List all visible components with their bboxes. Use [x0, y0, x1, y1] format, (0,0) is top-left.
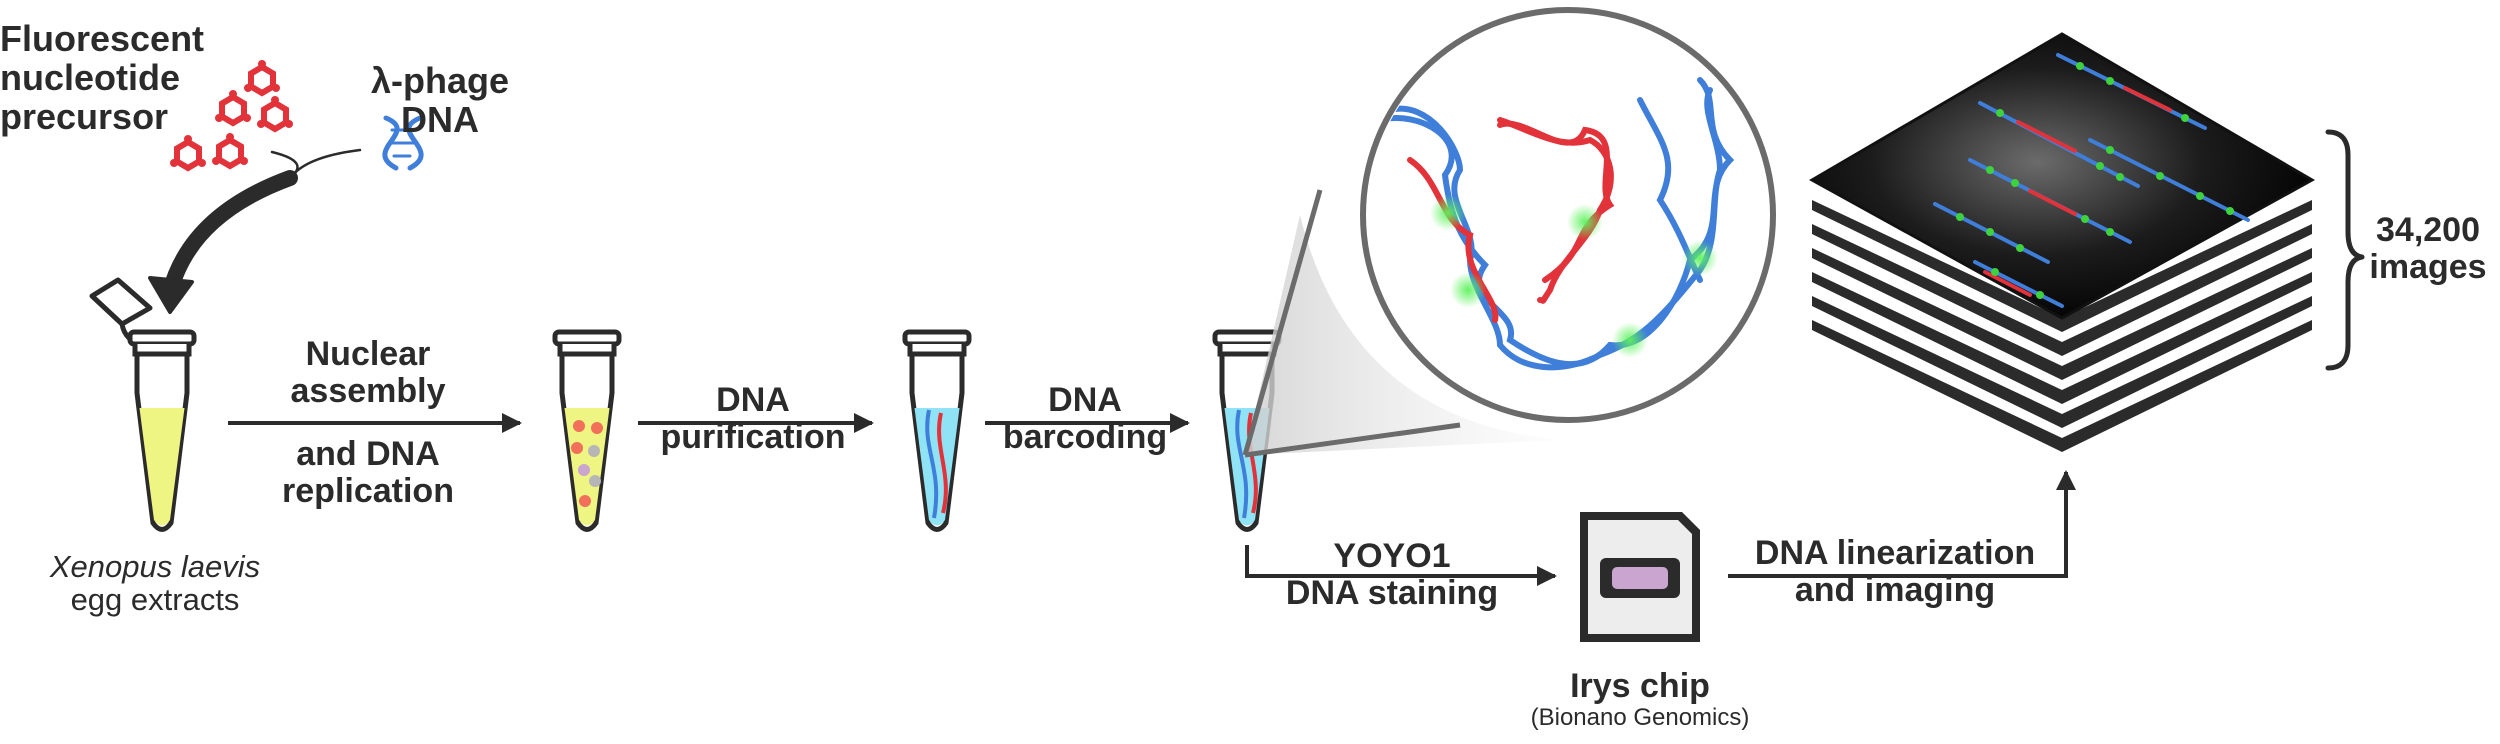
- irys-chip-label: Irys chip (Bionano Genomics): [1500, 668, 1780, 731]
- step3-line-1: DNA: [1048, 381, 1122, 419]
- step-dna-replication-bottom: and DNA replication: [248, 436, 488, 509]
- step1-line-3: and DNA: [296, 435, 440, 473]
- step-yoyo1-staining-label: YOYO1 DNA staining: [1262, 538, 1522, 611]
- stack-brace: [2325, 129, 2365, 371]
- step-nuclear-assembly-top: Nuclear assembly: [248, 336, 488, 409]
- step-dna-purification-label: DNA purification: [638, 382, 868, 455]
- step-arrows: [228, 413, 2076, 586]
- step2-line-1: DNA: [716, 381, 790, 419]
- step-linearization-imaging-label: DNA linearization and imaging: [1725, 535, 2065, 608]
- images-line-2: images: [2369, 247, 2487, 286]
- arrow-yoyo1-staining: [1245, 545, 1557, 586]
- step4-line-2: DNA staining: [1285, 573, 1499, 612]
- arrow-linearization-imaging: [1728, 470, 2076, 578]
- phage-line-2: DNA: [401, 98, 479, 140]
- images-line-1: 34,200: [2376, 211, 2480, 249]
- irys-chip-icon: [1580, 512, 1700, 642]
- tube-purified-dna: [905, 332, 969, 530]
- chip-line-2: (Bionano Genomics): [1530, 703, 1750, 731]
- tube-nuclear-assembly: [555, 332, 619, 530]
- step1-line-4: replication: [282, 471, 454, 510]
- phage-dna-label: λ-phage DNA: [350, 60, 530, 140]
- xenopus-line-1: Xenopus laevis: [49, 549, 261, 584]
- dna-zoom-circle: [1360, 7, 1776, 423]
- fluor-line-3: precursor: [0, 95, 169, 137]
- xenopus-label: Xenopus laevis egg extracts: [30, 550, 280, 617]
- step4-line-1: YOYO1: [1333, 537, 1451, 575]
- fluorescent-nucleotide-label: Fluorescent nucleotide precursor: [0, 18, 205, 137]
- xenopus-line-2: egg extracts: [70, 582, 240, 618]
- step3-line-2: barcoding: [1002, 417, 1168, 456]
- fluor-line-1: Fluorescent: [0, 18, 205, 59]
- step2-line-2: purification: [660, 417, 846, 456]
- step5-line-1: DNA linearization: [1754, 534, 2036, 572]
- chip-line-1: Irys chip: [1570, 667, 1710, 705]
- step5-line-2: and imaging: [1794, 570, 1996, 609]
- step1-line-2: assembly: [290, 371, 446, 410]
- phage-line-1: λ-phage: [370, 60, 510, 101]
- image-stack: [1808, 32, 2316, 452]
- step-dna-barcoding-label: DNA barcoding: [985, 382, 1185, 455]
- fluor-line-2: nucleotide: [0, 56, 181, 98]
- step1-line-1: Nuclear: [305, 335, 431, 373]
- tube-egg-extract: [89, 277, 197, 532]
- merge-arrow: [148, 148, 362, 314]
- zoom-cone: [1245, 215, 1560, 455]
- image-count-label: 34,200 images: [2358, 212, 2498, 285]
- phage-dna-icon: [382, 115, 424, 171]
